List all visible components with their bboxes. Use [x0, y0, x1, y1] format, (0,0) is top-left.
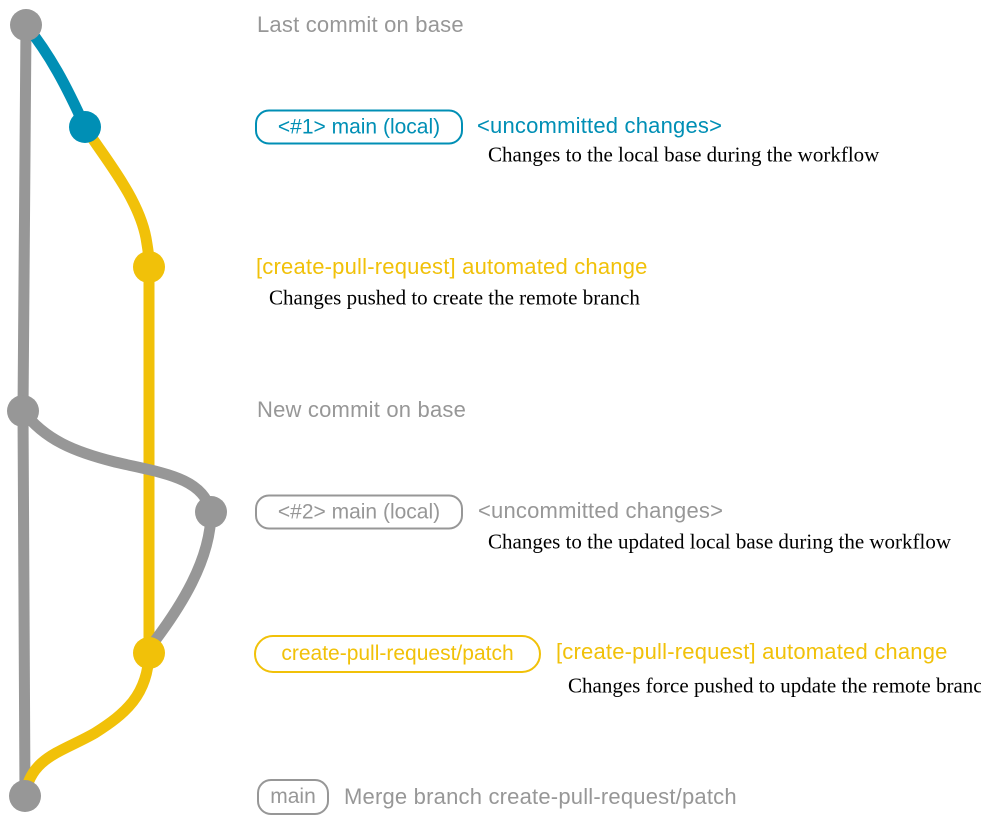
commit-message-merge: Merge branch create-pull-request/patch [344, 784, 737, 809]
main-local-branch-line-1 [20, 19, 91, 133]
commit-message-automated-1: [create-pull-request] automated change [256, 254, 648, 279]
patch-branch-line [79, 121, 155, 659]
commit-message-automated-2: [create-pull-request] automated change [556, 639, 948, 664]
commit-dot-new-base [7, 395, 39, 427]
merge-line [19, 647, 155, 802]
commit-dot-automated-2 [133, 637, 165, 669]
branch-label-main-local-1: <#1> main (local) [255, 109, 463, 145]
branch-label-main-local-1-text: <#1> main (local) [277, 115, 441, 138]
commit-dot-uncommitted-2 [195, 496, 227, 528]
branch-label-main: main [257, 779, 329, 815]
branch-label-patch-text: create-pull-request/patch [281, 642, 514, 665]
main-local-branch-line-2 [17, 405, 217, 518]
force-push-line [145, 506, 217, 652]
commit-message-uncommitted-2: <uncommitted changes> [478, 498, 724, 523]
commit-message-uncommitted-1: <uncommitted changes> [477, 113, 723, 138]
commit-dot-uncommitted-1 [69, 111, 101, 143]
branch-label-main-text: main [270, 785, 316, 808]
annotation-uncommitted-2: Changes to the updated local base during… [488, 529, 952, 554]
branch-label-main-local-2-text: <#2> main (local) [277, 500, 441, 523]
commit-message-last-base: Last commit on base [257, 12, 464, 37]
annotation-automated-1: Changes pushed to create the remote bran… [269, 285, 640, 310]
commit-graph [7, 9, 227, 812]
branch-label-main-local-2: <#2> main (local) [255, 494, 463, 530]
commit-dot-merge [9, 780, 41, 812]
commit-dot-automated-1 [133, 251, 165, 283]
annotation-automated-2: Changes force pushed to update the remot… [568, 673, 981, 698]
commit-dot-last-base [10, 9, 42, 41]
commit-message-new-base: New commit on base [257, 397, 467, 422]
branch-label-patch: create-pull-request/patch [254, 635, 541, 673]
annotation-uncommitted-1: Changes to the local base during the wor… [488, 142, 880, 167]
